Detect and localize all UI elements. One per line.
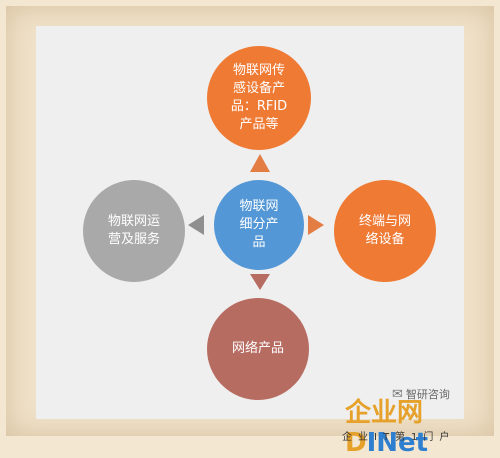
logo-slogan: 企业IT第1门户 xyxy=(342,432,456,443)
arrow-up-icon xyxy=(250,154,270,172)
logo-zh-text: 企业网 xyxy=(345,398,424,428)
wechat-watermark: ✉ 智研咨询 xyxy=(392,386,450,402)
arrow-left-icon xyxy=(188,215,204,235)
node-sensing-devices: 物联网传 感设备产 品：RFID 产品等 xyxy=(207,46,311,150)
wechat-icon: ✉ xyxy=(392,386,403,402)
wechat-label: 智研咨询 xyxy=(405,388,450,401)
arrow-right-icon xyxy=(308,215,324,235)
node-operations-services: 物联网运 营及服务 xyxy=(83,180,185,282)
node-center-iot-segments: 物联网 细分产 品 xyxy=(214,180,304,270)
node-center-label: 物联网 细分产 品 xyxy=(239,199,279,250)
node-terminal-network-equipment: 终端与网 络设备 xyxy=(334,180,436,282)
node-sensing-devices-label: 物联网传 感设备产 品：RFID 产品等 xyxy=(230,63,288,132)
arrow-down-icon xyxy=(250,274,270,290)
node-network-products: 网络产品 xyxy=(207,298,309,400)
node-network-products-label: 网络产品 xyxy=(231,341,284,356)
logo-i: I xyxy=(366,428,377,458)
node-operations-services-label: 物联网运 营及服务 xyxy=(107,214,160,247)
node-terminal-label: 终端与网 络设备 xyxy=(358,214,411,247)
